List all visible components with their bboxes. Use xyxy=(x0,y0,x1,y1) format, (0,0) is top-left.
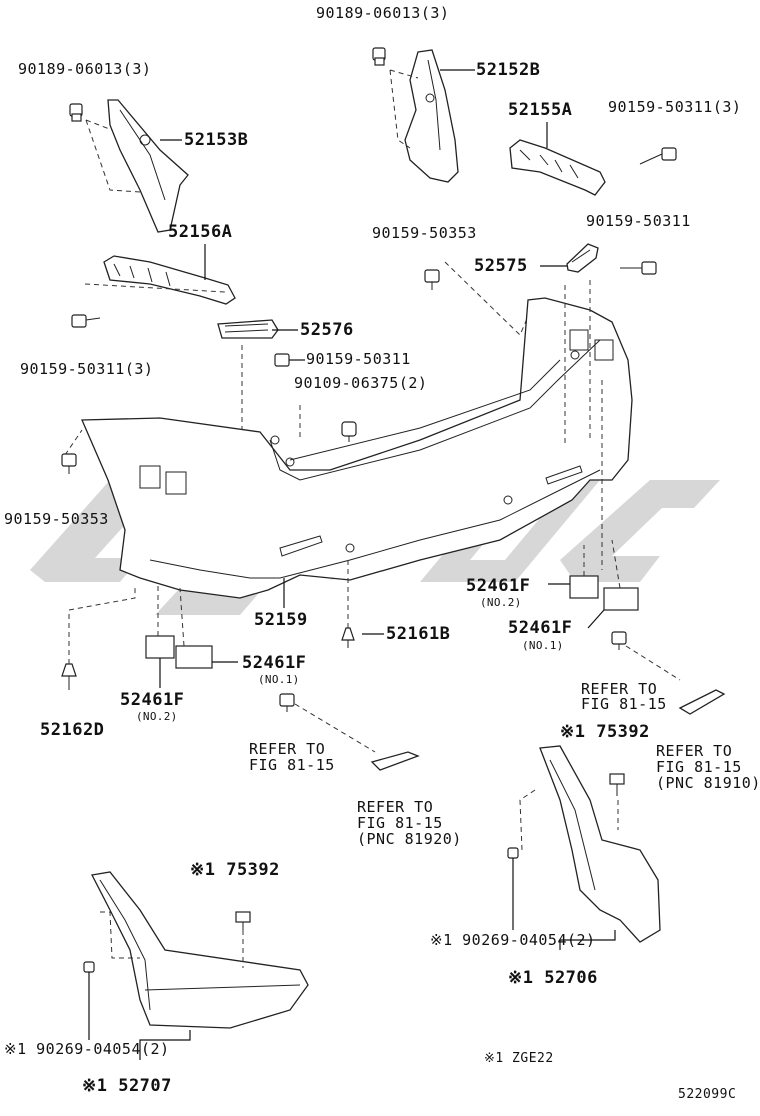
label-90159-50311-3-top: 90159-50311(3) xyxy=(608,98,742,116)
leader-lines xyxy=(159,69,605,688)
clip-75392-right[interactable] xyxy=(609,773,625,796)
part-52575[interactable] xyxy=(566,243,599,273)
clip-52161B[interactable] xyxy=(341,560,355,648)
label-90159-50311-right: 90159-50311 xyxy=(586,212,691,230)
refer-far-line2: FIG 81-15 xyxy=(656,758,742,776)
label-90269-left: ※1 90269-04054(2) xyxy=(4,1040,170,1058)
label-52159: 52159 xyxy=(254,610,308,630)
label-52156A: 52156A xyxy=(168,222,233,242)
pad-52461F-no2-left[interactable] xyxy=(145,585,175,659)
label-52706: ※1 52706 xyxy=(508,968,598,988)
part-52156A[interactable] xyxy=(84,255,236,305)
label-52461F-no1-right: 52461F xyxy=(508,618,573,638)
label-52161B: 52161B xyxy=(386,624,451,644)
label-90189-06013-left: 90189-06013(3) xyxy=(18,60,152,78)
label-52162D: 52162D xyxy=(40,720,105,740)
refer-right-line2: FIG 81-15 xyxy=(581,695,667,713)
bolt-90159-50311-3-top[interactable] xyxy=(639,147,677,165)
footnote: ※1 ZGE22 xyxy=(484,1051,554,1066)
part-52576[interactable] xyxy=(217,319,279,339)
refer-left-line2: FIG 81-15 xyxy=(249,756,335,774)
reflector-81920[interactable] xyxy=(370,751,420,771)
bolt-90159-50353-left[interactable] xyxy=(61,453,77,474)
refer-far-line1: REFER TO xyxy=(656,742,733,760)
label-90269-right: ※1 90269-04054(2) xyxy=(430,931,596,949)
label-52152B: 52152B xyxy=(476,60,541,80)
refer-center-line3: (PNC 81920) xyxy=(357,830,462,848)
label-52153B: 52153B xyxy=(184,130,249,150)
label-52576: 52576 xyxy=(300,320,354,340)
label-52461F-no1-left: 52461F xyxy=(242,653,307,673)
bolt-90159-50311-center[interactable] xyxy=(274,353,290,367)
diagram-code: 522099C xyxy=(678,1087,737,1102)
pad-52461F-no1-left[interactable] xyxy=(175,587,213,669)
label-90159-50353-mid: 90159-50353 xyxy=(372,224,477,242)
refer-left-line1: REFER TO xyxy=(249,740,326,758)
label-no2-left: (NO.2) xyxy=(136,710,178,723)
bolt-90159-50311-3-left[interactable] xyxy=(71,314,101,328)
refer-right-line1: REFER TO xyxy=(581,680,658,698)
pad-52461F-no1-right[interactable] xyxy=(603,539,639,611)
bolt-90109-06375[interactable] xyxy=(299,405,357,442)
clip-90189-left[interactable] xyxy=(69,103,83,122)
label-52707: ※1 52707 xyxy=(82,1076,172,1096)
label-90159-50311-center: 90159-50311 xyxy=(306,350,411,368)
label-52575: 52575 xyxy=(474,256,528,276)
label-52461F-no2-left: 52461F xyxy=(120,690,185,710)
clip-75392-left[interactable] xyxy=(235,911,251,930)
bolt-90159-50311-right[interactable] xyxy=(620,261,657,275)
screw-90269-left[interactable] xyxy=(83,961,191,1060)
bolt-refer-right[interactable] xyxy=(611,631,681,681)
pad-52461F-no2-right[interactable] xyxy=(569,545,599,599)
refer-center-line2: FIG 81-15 xyxy=(357,814,443,832)
label-90159-50353-left: 90159-50353 xyxy=(4,510,109,528)
part-52152B[interactable] xyxy=(389,49,459,183)
refer-center-line1: REFER TO xyxy=(357,798,434,816)
label-no1-left: (NO.1) xyxy=(258,673,300,686)
label-75392-left: ※1 75392 xyxy=(190,860,280,880)
part-52155A[interactable] xyxy=(509,139,606,196)
part-52159[interactable] xyxy=(64,280,633,599)
refer-far-line3: (PNC 81910) xyxy=(656,774,760,792)
label-no2-right: (NO.2) xyxy=(480,596,522,609)
part-52153B[interactable] xyxy=(85,99,189,233)
bolt-refer-left[interactable] xyxy=(279,693,376,753)
clip-90189-top[interactable] xyxy=(372,47,386,66)
label-no1-right: (NO.1) xyxy=(522,639,564,652)
label-52461F-no2-right: 52461F xyxy=(466,576,531,596)
label-52155A: 52155A xyxy=(508,100,573,120)
label-90159-50311-3-left: 90159-50311(3) xyxy=(20,360,154,378)
part-52706[interactable] xyxy=(519,745,661,943)
reflector-81910[interactable] xyxy=(678,689,726,715)
label-90189-06013-top: 90189-06013(3) xyxy=(316,4,450,22)
label-75392-right: ※1 75392 xyxy=(560,722,650,742)
label-90109-06375: 90109-06375(2) xyxy=(294,374,428,392)
screw-90269-right[interactable] xyxy=(507,847,616,950)
clip-52162D[interactable] xyxy=(61,585,136,690)
part-52707[interactable] xyxy=(91,871,309,1029)
